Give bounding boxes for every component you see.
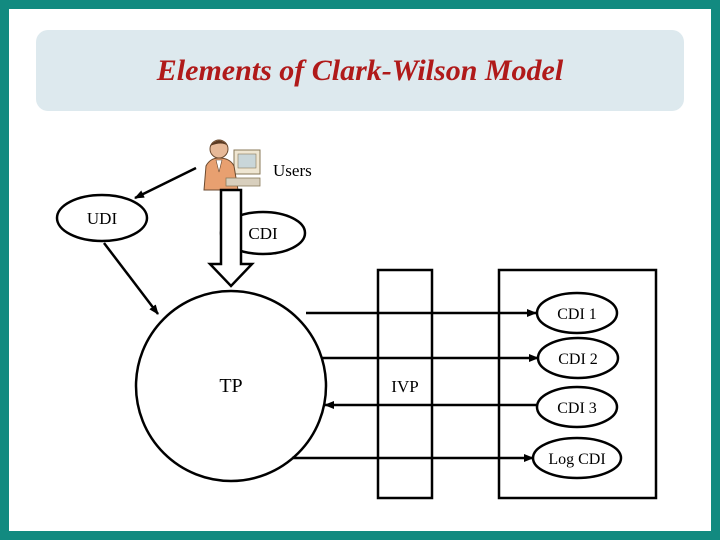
cdi-item-label: CDI 3	[557, 400, 597, 417]
cdi-item-label: CDI 2	[558, 351, 598, 368]
cdi-item-node	[535, 385, 619, 429]
title-panel: Elements of Clark-Wilson Model	[36, 30, 684, 111]
block-arrow-users-to-tp	[207, 188, 255, 288]
ivp-label: IVP	[391, 377, 418, 396]
user-at-computer-icon	[203, 139, 261, 191]
udi-label: UDI	[87, 209, 118, 228]
tp-label: TP	[219, 375, 242, 397]
users-label: Users	[273, 161, 312, 180]
users-to-udi-arrow	[134, 166, 197, 200]
tp-node	[134, 289, 328, 483]
cdi-label: CDI	[248, 224, 278, 243]
cdi-item-node	[536, 336, 620, 380]
ivp-node	[376, 268, 434, 500]
udi-to-tp-arrow	[103, 242, 159, 315]
cdi-item-label: Log CDI	[548, 451, 605, 468]
slide-title: Elements of Clark-Wilson Model	[156, 54, 564, 87]
cdi-item-node	[535, 291, 619, 335]
cdi-item-node	[531, 436, 623, 480]
udi-node	[55, 193, 149, 243]
cdi-item-label: CDI 1	[557, 306, 597, 323]
